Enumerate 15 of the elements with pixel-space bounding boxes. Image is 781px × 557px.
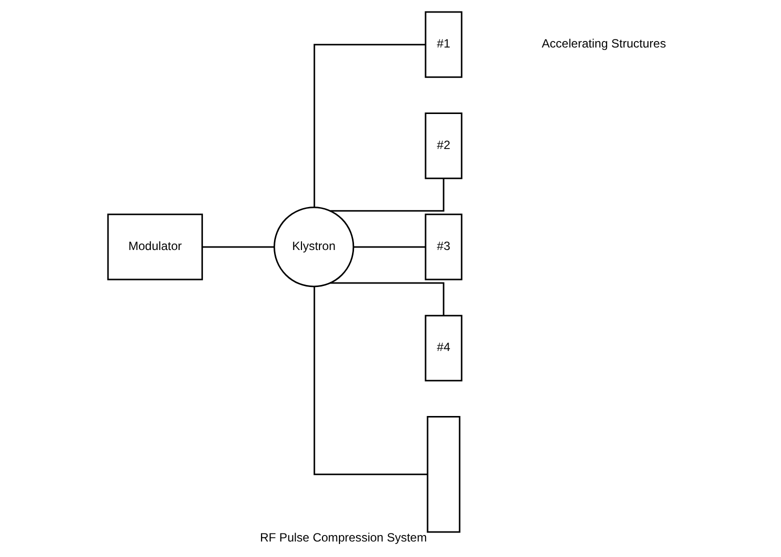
node-box — [426, 416, 460, 533]
node-box: #2 — [424, 112, 462, 180]
connector — [353, 246, 425, 248]
label: Accelerating Structures — [541, 36, 666, 51]
node-circle: Klystron — [273, 206, 354, 288]
node-box: Modulator — [106, 214, 202, 280]
node-box: #3 — [424, 214, 462, 280]
connector — [330, 178, 444, 212]
node-label: RF Pulse Compression System — [259, 530, 426, 545]
connector — [330, 282, 444, 316]
connector — [202, 246, 274, 248]
node-box: #4 — [424, 314, 462, 382]
connector — [313, 44, 425, 207]
node-box: #1 — [424, 11, 462, 78]
connector — [313, 286, 427, 476]
